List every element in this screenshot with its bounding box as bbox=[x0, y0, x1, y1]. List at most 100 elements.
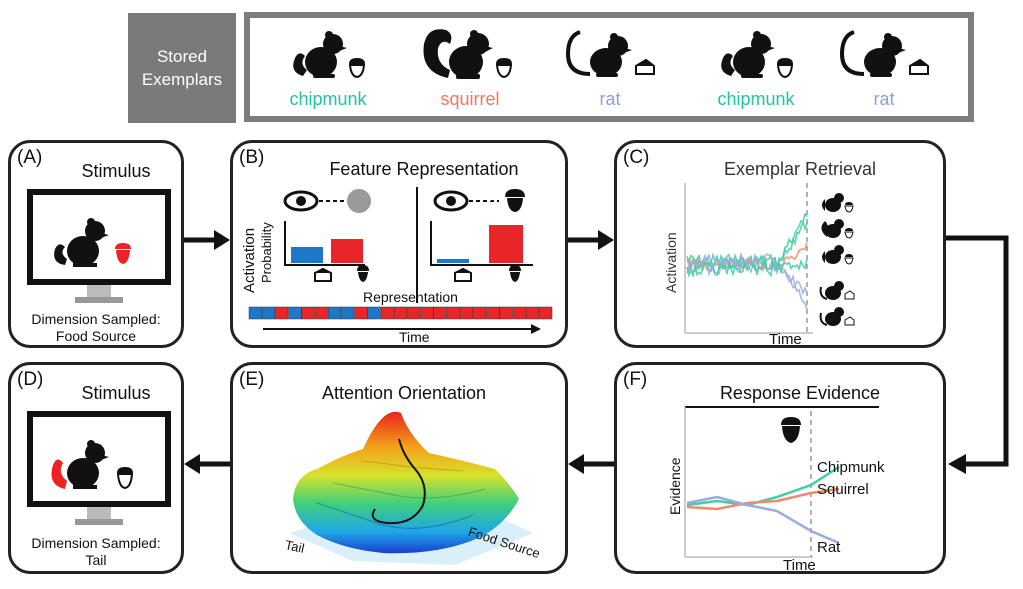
panel-letter: (B) bbox=[239, 147, 265, 168]
exemplar-name: rat bbox=[599, 89, 621, 109]
arrow-right-icon bbox=[184, 230, 230, 250]
rat-icon bbox=[819, 281, 855, 300]
sequence-cell bbox=[248, 306, 262, 320]
stored-exemplars-box: chipmunk squirrel rat bbox=[244, 12, 974, 122]
y-axis-label-probability: Probability bbox=[259, 222, 274, 283]
arrow-left-icon bbox=[184, 454, 230, 474]
rat-icon bbox=[565, 30, 655, 77]
sequence-cell bbox=[433, 306, 447, 320]
exemplar-rat: rat bbox=[550, 24, 670, 110]
panel-letter: (C) bbox=[623, 147, 650, 168]
bar-cheese-right bbox=[437, 259, 469, 263]
squirrel-icon bbox=[423, 29, 513, 79]
arrow-right-icon bbox=[568, 230, 614, 250]
panel-d-stimulus: (D) Stimulus Dimension Sampled: Tail bbox=[8, 362, 184, 574]
panel-letter: (A) bbox=[17, 147, 43, 168]
arrow-left-icon bbox=[568, 454, 614, 474]
panel-f-response-evidence: (F) Response Evidence Evidence Time Chip… bbox=[614, 362, 946, 574]
sequence-cell bbox=[407, 306, 421, 320]
dimension-sampled-value: Food Source bbox=[55, 328, 137, 344]
exemplar-retrieval-chart bbox=[684, 183, 855, 334]
sequence-cell bbox=[473, 306, 487, 320]
sequence-cell bbox=[275, 306, 289, 320]
chipmunk-icon bbox=[822, 193, 854, 213]
sequence-cell bbox=[261, 306, 276, 320]
sequence-cell bbox=[539, 306, 553, 320]
question-mark: ? bbox=[485, 192, 493, 208]
sequence-cell bbox=[314, 306, 328, 320]
exemplar-chipmunk: chipmunk bbox=[696, 24, 816, 110]
exemplar-name: chipmunk bbox=[717, 89, 795, 109]
y-axis-label-activation: Activation bbox=[241, 227, 258, 293]
panel-title: Exemplar Retrieval bbox=[723, 159, 877, 179]
x-axis-label: Time bbox=[783, 557, 816, 574]
sequence-cell bbox=[446, 306, 460, 320]
chipmunk-icon bbox=[721, 31, 794, 79]
panel-title: Stimulus bbox=[81, 383, 151, 403]
panel-title: Stimulus bbox=[81, 161, 151, 181]
line-label-rat: Rat bbox=[817, 539, 841, 556]
feature-representation-figure bbox=[248, 187, 553, 334]
x-axis-label: Time bbox=[769, 331, 802, 348]
evidence-line-squirrel bbox=[686, 487, 840, 511]
panel-letter: (F) bbox=[623, 369, 648, 390]
time-label: Time bbox=[399, 329, 430, 345]
rat-icon bbox=[819, 307, 855, 326]
response-evidence-chart bbox=[684, 406, 879, 558]
exemplar-rat: rat bbox=[824, 24, 944, 110]
arrow-elbow-icon bbox=[946, 235, 1009, 474]
dimension-sampled-label: Dimension Sampled: bbox=[31, 535, 161, 551]
acorn-icon bbox=[781, 417, 801, 443]
sequence-cell bbox=[525, 306, 540, 320]
squirrel-icon bbox=[821, 219, 854, 239]
exemplar-squirrel: squirrel bbox=[410, 24, 530, 110]
bar-acorn-right bbox=[489, 225, 523, 263]
activation-bars bbox=[291, 225, 523, 263]
panel-letter: (D) bbox=[17, 369, 44, 390]
exemplar-name: squirrel bbox=[440, 89, 500, 109]
exemplar-name: rat bbox=[873, 89, 895, 109]
attention-surface-plot bbox=[289, 411, 533, 565]
sequence-cell bbox=[341, 306, 355, 320]
panel-title: Feature Representation bbox=[329, 159, 519, 179]
exemplar-icons bbox=[819, 193, 855, 326]
panel-e-attention-orientation: (E) Attention Orientation Tail Food Sour… bbox=[230, 362, 568, 574]
y-axis-label: Evidence bbox=[667, 457, 683, 515]
activation-trace bbox=[686, 258, 808, 279]
chipmunk-icon bbox=[293, 31, 366, 79]
exemplar-name: chipmunk bbox=[289, 89, 367, 109]
bar-acorn-left bbox=[331, 239, 363, 263]
representation-label: Representation bbox=[363, 289, 458, 305]
chipmunk-icon bbox=[822, 245, 854, 265]
line-label-squirrel: Squirrel bbox=[817, 481, 869, 498]
panel-b-feature-representation: (B) Feature Representation bbox=[230, 140, 568, 348]
sequence-cell bbox=[420, 306, 434, 320]
sequence-cell bbox=[512, 306, 526, 320]
panel-c-exemplar-retrieval: (C) Exemplar Retrieval Activation Time bbox=[614, 140, 946, 348]
sequence-cell bbox=[288, 306, 302, 320]
evidence-line-rat bbox=[686, 495, 840, 545]
sequence-cell bbox=[499, 306, 513, 320]
sequence-cell bbox=[367, 306, 381, 320]
sequence-cell bbox=[327, 306, 342, 320]
monitor-icon bbox=[27, 411, 171, 525]
panel-title: Response Evidence bbox=[719, 383, 881, 403]
sequence-cell bbox=[354, 306, 368, 320]
monitor-icon bbox=[27, 189, 171, 303]
rat-icon bbox=[839, 30, 929, 77]
exemplar-chipmunk: chipmunk bbox=[268, 24, 388, 110]
dimension-sampled-value: Tail bbox=[85, 552, 107, 568]
panel-a-stimulus: (A) Stimulus Dimension Sampled: Food Sou… bbox=[8, 140, 184, 348]
panel-title: Attention Orientation bbox=[321, 383, 487, 403]
panel-letter: (E) bbox=[239, 369, 265, 390]
bar-cheese-left bbox=[291, 247, 323, 263]
sequence-cell bbox=[301, 306, 315, 320]
eye-icon bbox=[283, 190, 319, 212]
line-label-chipmunk: Chipmunk bbox=[817, 459, 885, 476]
sequence-cell bbox=[380, 306, 394, 320]
dimension-sampled-label: Dimension Sampled: bbox=[31, 311, 161, 327]
eye-icon bbox=[433, 190, 469, 212]
sequence-cell bbox=[486, 306, 500, 320]
representation-sequence bbox=[248, 306, 553, 320]
